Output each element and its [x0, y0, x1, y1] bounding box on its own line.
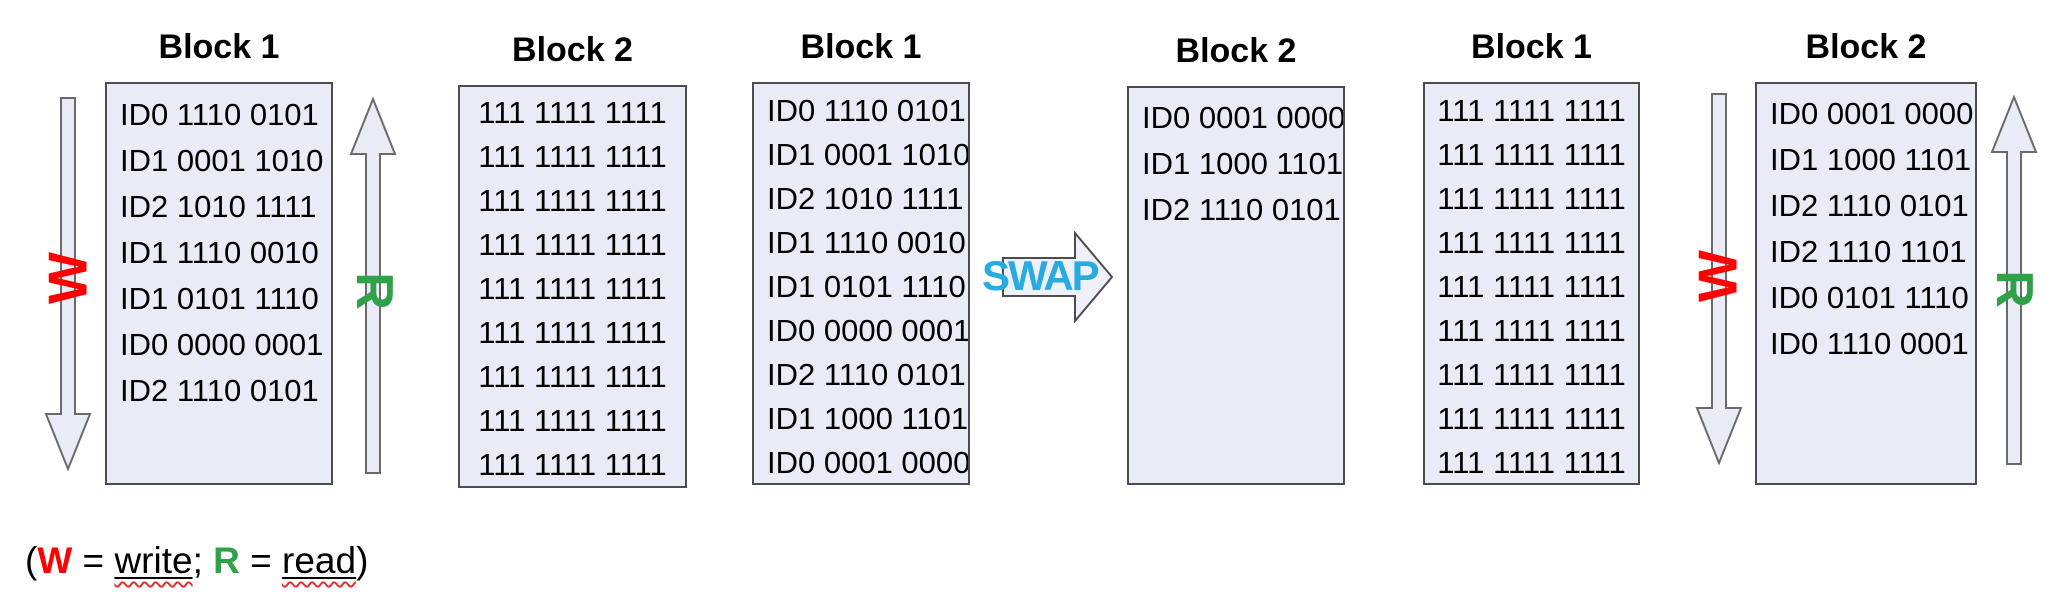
read-label: R: [1985, 270, 2043, 308]
legend-write-equals: =: [72, 540, 115, 581]
memory-row: 111 1111 1111: [478, 227, 667, 262]
memory-row: 111 1111 1111: [478, 271, 667, 306]
memory-row: ID1 0001 1010: [767, 137, 970, 172]
memory-row: ID1 1000 1101: [1142, 146, 1344, 181]
write-label: W: [36, 252, 99, 304]
block-title: Block 2: [1175, 32, 1297, 70]
memory-block: ID0 1110 0101 ID1 0001 1010 ID2 1010 111…: [105, 82, 333, 485]
memory-row: ID0 0000 0001: [767, 313, 970, 348]
legend: (W = write; R = read): [25, 540, 368, 582]
up-arrow-icon: [349, 97, 397, 474]
memory-row: ID0 1110 0101: [767, 93, 966, 128]
memory-row: ID2 1110 1101: [1770, 234, 1967, 269]
memory-row: 111 1111 1111: [478, 447, 667, 482]
memory-row: ID1 1000 1101: [1770, 142, 1972, 177]
read-label: R: [345, 272, 403, 310]
memory-row: 111 1111 1111: [1437, 445, 1626, 480]
memory-rows: ID0 0001 0000 ID1 1000 1101 ID2 1110 010…: [1129, 88, 1343, 233]
memory-row: 111 1111 1111: [478, 95, 667, 130]
up-arrow-icon: [1990, 95, 2038, 465]
memory-row: 111 1111 1111: [1437, 181, 1626, 216]
legend-write-word: write: [114, 540, 193, 581]
down-arrow-icon: [44, 97, 92, 471]
memory-row: 111 1111 1111: [1437, 137, 1626, 172]
swap-label: SWAP: [982, 252, 1100, 299]
block-title: Block 1: [800, 28, 922, 66]
swap-arrow-icon: [1002, 231, 1114, 323]
legend-read-word-wrap: read: [282, 540, 356, 581]
block-title: Block 1: [158, 28, 280, 66]
memory-row: ID2 1110 0101: [1142, 192, 1341, 227]
legend-write-letter: W: [37, 540, 73, 581]
memory-row: ID1 0101 1110: [767, 269, 966, 304]
memory-row: 111 1111 1111: [478, 139, 667, 174]
memory-block-panel-4: Block 2 ID0 0001 0000 ID1 1000 1101 ID2 …: [1127, 32, 1345, 485]
memory-rows: ID0 1110 0101 ID1 0001 1010 ID2 1010 111…: [754, 84, 970, 483]
memory-rows: ID0 0001 0000 ID1 1000 1101 ID2 1110 010…: [1757, 84, 1975, 367]
memory-row: ID1 1110 0010: [120, 235, 319, 270]
memory-row: 111 1111 1111: [478, 359, 667, 394]
memory-block-panel-6: Block 2 ID0 0001 0000 ID1 1000 1101 ID2 …: [1755, 28, 1977, 485]
block-title: Block 2: [1805, 28, 1927, 66]
memory-row: 111 1111 1111: [1437, 357, 1626, 392]
block-title: Block 2: [512, 31, 633, 69]
memory-row: ID2 1110 0101: [1770, 188, 1969, 223]
memory-row: 111 1111 1111: [1437, 401, 1626, 436]
memory-block-panel-3: Block 1 ID0 1110 0101 ID1 0001 1010 ID2 …: [752, 28, 970, 485]
memory-row: ID0 1110 0101: [120, 97, 319, 132]
memory-row: ID0 0000 0001: [120, 327, 324, 362]
memory-block-panel-2: Block 2 111 1111 1111 111 1111 1111 111 …: [458, 31, 687, 488]
memory-row: ID1 1000 1101: [767, 401, 969, 436]
memory-row: ID2 1110 0101: [767, 357, 966, 392]
memory-rows: 111 1111 1111 111 1111 1111 111 1111 111…: [460, 87, 685, 486]
memory-block: ID0 1110 0101 ID1 0001 1010 ID2 1010 111…: [752, 82, 970, 485]
legend-separator: ;: [192, 540, 214, 581]
memory-row: ID1 0001 1010: [120, 143, 324, 178]
memory-block: ID0 0001 0000 ID1 1000 1101 ID2 1110 010…: [1755, 82, 1977, 485]
memory-rows: 111 1111 1111 111 1111 1111 111 1111 111…: [1425, 84, 1638, 483]
memory-row: ID2 1010 1111: [767, 181, 964, 216]
memory-row: 111 1111 1111: [478, 403, 667, 438]
memory-block-panel-1: Block 1 ID0 1110 0101 ID1 0001 1010 ID2 …: [105, 28, 333, 485]
memory-rows: ID0 1110 0101 ID1 0001 1010 ID2 1010 111…: [107, 84, 331, 414]
memory-row: ID0 0101 1110: [1770, 280, 1969, 315]
memory-row: ID1 1110 0010: [767, 225, 966, 260]
memory-row: ID0 1110 0001: [1770, 326, 1969, 361]
memory-row: 111 1111 1111: [1437, 225, 1626, 260]
memory-row: ID2 1110 0101: [120, 373, 319, 408]
down-arrow-icon: [1695, 93, 1743, 465]
block-title: Block 1: [1471, 28, 1592, 66]
memory-row: 111 1111 1111: [478, 183, 667, 218]
memory-row: ID0 0001 0000: [767, 445, 970, 480]
memory-row: 111 1111 1111: [1437, 93, 1626, 128]
memory-row: 111 1111 1111: [1437, 313, 1626, 348]
memory-row: ID0 0001 0000: [1142, 100, 1345, 135]
legend-read-letter: R: [213, 540, 240, 581]
write-label: W: [1686, 250, 1749, 302]
memory-block: ID0 0001 0000 ID1 1000 1101 ID2 1110 010…: [1127, 86, 1345, 485]
memory-row: ID2 1010 1111: [120, 189, 317, 224]
memory-row: ID0 0001 0000: [1770, 96, 1974, 131]
legend-read-equals: =: [239, 540, 283, 581]
memory-row: 111 1111 1111: [1437, 269, 1626, 304]
memory-block: 111 1111 1111 111 1111 1111 111 1111 111…: [1423, 82, 1640, 485]
legend-write-word-wrap: write: [114, 540, 192, 581]
legend-read-word: read: [282, 540, 357, 581]
memory-block-panel-5: Block 1 111 1111 1111 111 1111 1111 111 …: [1423, 28, 1640, 485]
memory-block: 111 1111 1111 111 1111 1111 111 1111 111…: [458, 85, 687, 488]
legend-open-paren: (: [25, 540, 38, 581]
memory-row: 111 1111 1111: [478, 315, 667, 350]
memory-row: ID1 0101 1110: [120, 281, 319, 316]
legend-close-paren: ): [356, 540, 369, 581]
